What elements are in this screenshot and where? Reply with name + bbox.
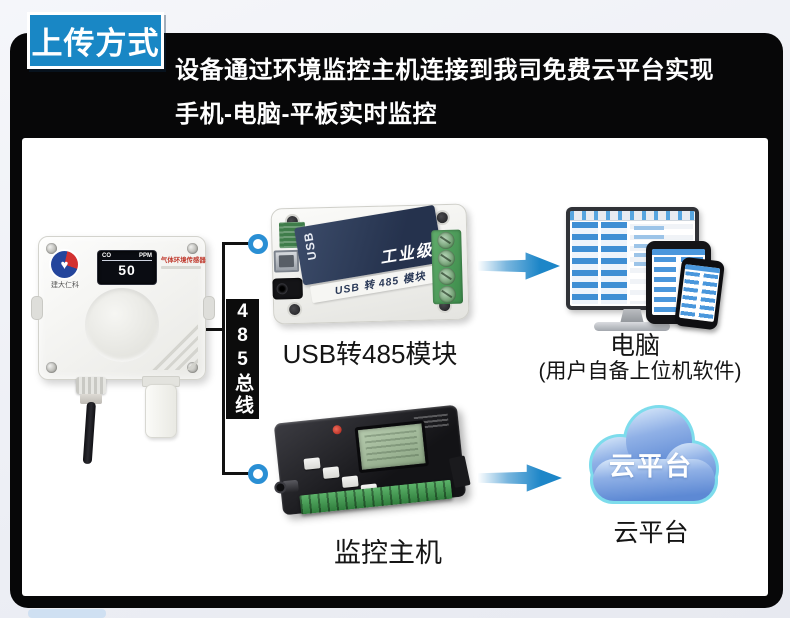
usb-port-icon bbox=[273, 249, 300, 273]
usb-module-caption: USB转485模块 bbox=[282, 339, 458, 369]
phone-device bbox=[673, 256, 726, 331]
display-gas-label: CO bbox=[102, 253, 111, 259]
bus-node-icon bbox=[248, 464, 268, 484]
sensor-probe bbox=[145, 384, 177, 438]
cloud-inner-label: 云平台 bbox=[608, 451, 693, 481]
cloud-icon bbox=[589, 405, 719, 504]
sensor-type-subtext bbox=[161, 266, 201, 269]
header-line-2: 手机-电脑-平板实时监控 bbox=[175, 101, 437, 128]
industrial-grade-label: 工业级 bbox=[378, 241, 435, 268]
header-text: 设备通过环境监控主机连接到我司免费云平台实现 手机-电脑-平板实时监控 bbox=[175, 50, 714, 129]
display-unit-label: PPM bbox=[138, 253, 152, 259]
antenna-connector-icon bbox=[281, 479, 299, 494]
cable-gland bbox=[76, 377, 106, 394]
screw-icon bbox=[46, 362, 57, 373]
screw-icon bbox=[187, 243, 198, 254]
cloud-platform-image: 云平台 bbox=[576, 399, 726, 514]
bus-line-vertical bbox=[222, 242, 225, 475]
section-badge-label: 上传方式 bbox=[31, 26, 160, 61]
gas-sensor-image: ♥ 建大仁科 CO PPM 50 气体环境传感器 bbox=[31, 236, 215, 465]
host-body bbox=[273, 404, 471, 516]
host-caption: 监控主机 bbox=[334, 538, 442, 568]
sensor-display: CO PPM 50 bbox=[98, 251, 156, 284]
bus-line-bottom bbox=[224, 472, 249, 475]
monitoring-host-image bbox=[266, 404, 472, 534]
sensor-dome bbox=[85, 288, 159, 362]
terminal-screw-icon bbox=[437, 249, 456, 268]
mount-ear bbox=[203, 296, 215, 320]
computer-caption: 电脑 bbox=[609, 332, 660, 360]
usb-port-label: USB bbox=[300, 230, 320, 262]
software-toolbar bbox=[570, 211, 695, 221]
display-value: 50 bbox=[118, 262, 136, 278]
bus-485-label: 485总线 bbox=[226, 299, 259, 419]
terminal-screw-icon bbox=[438, 285, 457, 304]
monitor-stand bbox=[620, 309, 644, 324]
usb-485-module-image: USB 工业级 USB 转 485 模块 bbox=[270, 203, 470, 325]
terminal-screw-icon bbox=[437, 231, 455, 250]
bus-node-icon bbox=[248, 234, 268, 254]
next-section-peek bbox=[28, 609, 106, 618]
phone-screen bbox=[678, 264, 721, 322]
host-button bbox=[322, 466, 340, 479]
host-lcd-screen bbox=[354, 420, 429, 474]
cable-gland-nut bbox=[80, 394, 102, 404]
bus-line-top bbox=[224, 242, 249, 245]
brand-logo-icon: ♥ bbox=[51, 251, 78, 278]
software-table-column bbox=[601, 222, 627, 304]
brand-name: 建大仁科 bbox=[51, 282, 79, 289]
monitor-base bbox=[594, 322, 670, 331]
section-badge: 上传方式 bbox=[27, 12, 164, 69]
computer-note: (用户自备上位机软件) bbox=[538, 360, 742, 383]
mounting-flange bbox=[448, 455, 471, 489]
software-table-column bbox=[572, 222, 598, 304]
host-button bbox=[303, 457, 321, 470]
mount-ear bbox=[31, 296, 43, 320]
terminal-screw-icon bbox=[438, 267, 456, 286]
sensor-type-label: 气体环境传感器 bbox=[161, 255, 206, 269]
host-logo-icon bbox=[332, 424, 343, 435]
header-line-1: 设备通过环境监控主机连接到我司免费云平台实现 bbox=[175, 57, 714, 84]
host-button bbox=[341, 475, 359, 488]
bus-line-sensor bbox=[206, 328, 224, 331]
screw-icon bbox=[46, 243, 57, 254]
cloud-caption: 云平台 bbox=[613, 519, 689, 547]
terminal-block bbox=[431, 229, 464, 305]
dc-jack-icon bbox=[272, 277, 303, 300]
